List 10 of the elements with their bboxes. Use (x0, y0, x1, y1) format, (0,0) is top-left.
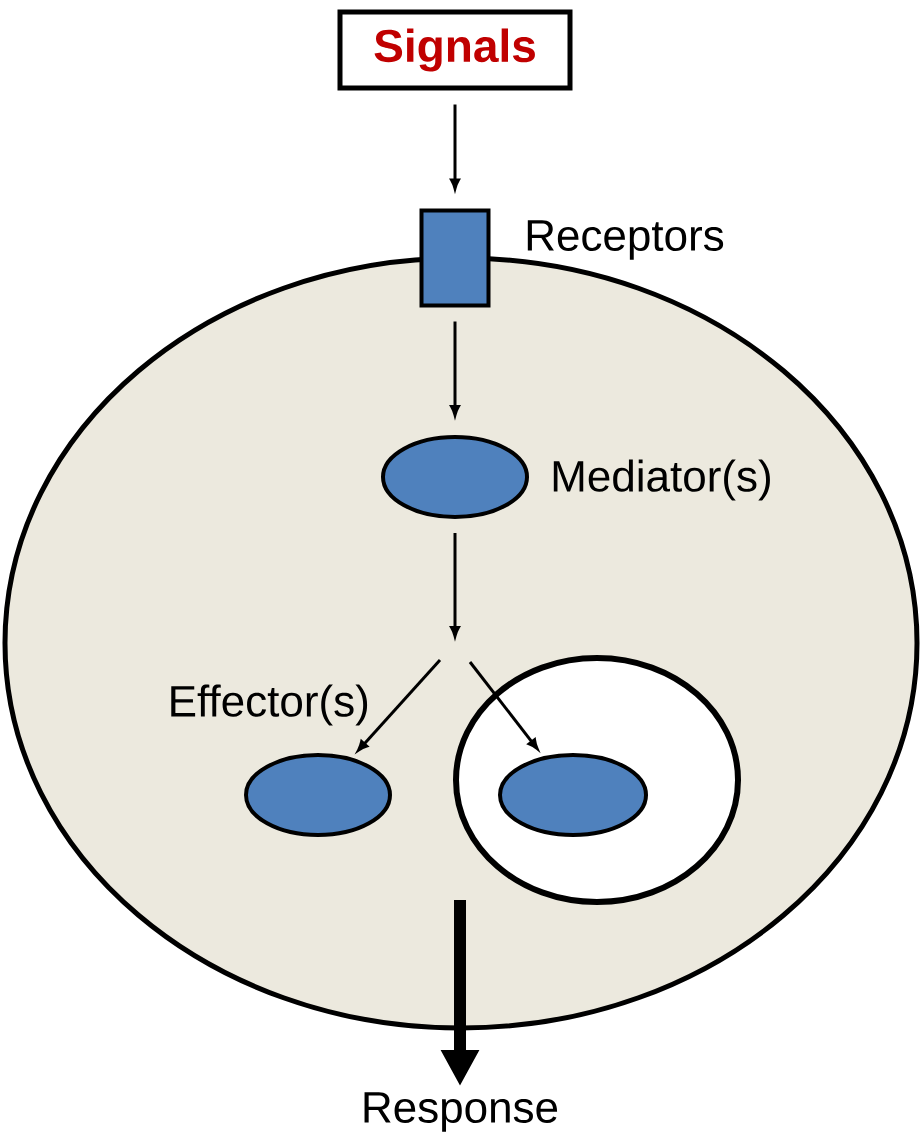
oval-shape (381, 435, 529, 519)
arrow (357, 659, 442, 752)
oval-shape (498, 753, 648, 837)
response-label: Response (364, 1092, 558, 1132)
node-label: Effector(s) (171, 684, 368, 726)
oval-shape (244, 753, 392, 837)
node-label: Mediator(s) (553, 459, 770, 501)
signal-box: Signals (337, 9, 573, 91)
node-label: Receptors (527, 220, 724, 260)
receptor-block (419, 208, 491, 308)
